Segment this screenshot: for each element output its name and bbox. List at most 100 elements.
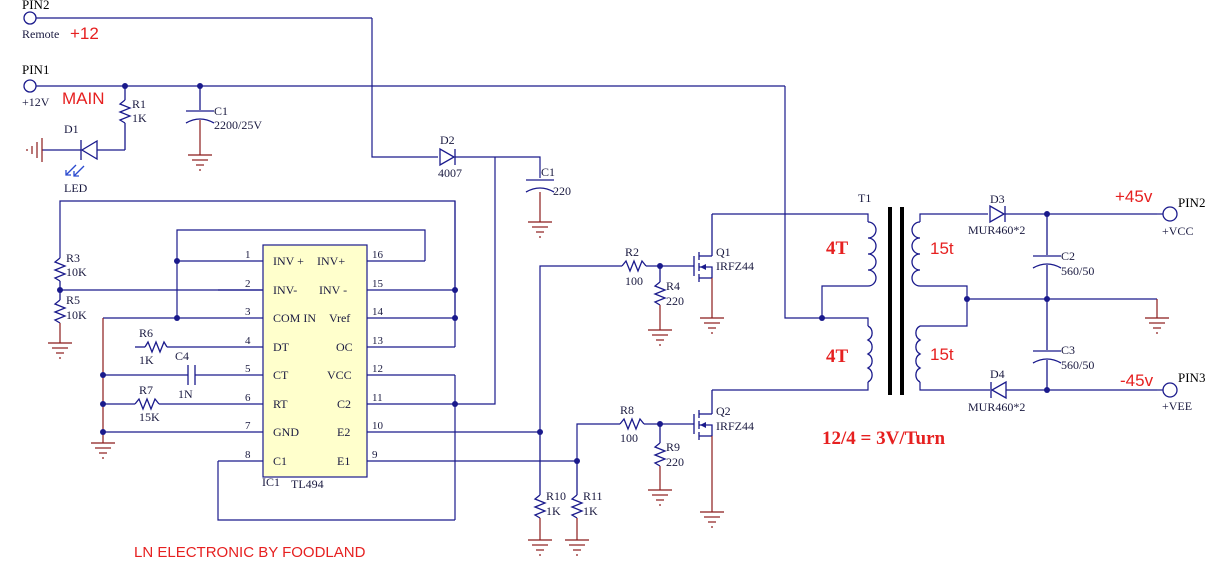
secondary-top-turns: 15t [930, 239, 954, 258]
vcc-ic-feed-wire [455, 157, 496, 405]
junction-dot [174, 258, 180, 264]
ic-pin14-num: 14 [372, 306, 384, 318]
ic-pin12-num: 12 [372, 363, 383, 375]
ground-symbol [648, 329, 672, 346]
resistor-r2[interactable] [621, 259, 694, 273]
r8-value: 100 [620, 431, 638, 445]
capacitor-c1-main[interactable] [185, 86, 215, 155]
pin2-vcc-net: +VCC [1162, 224, 1193, 238]
capacitor-c4[interactable] [103, 365, 218, 385]
junction-dot [452, 401, 458, 407]
r10-ref: R10 [546, 489, 566, 503]
pin3-vee-net: +VEE [1162, 399, 1192, 413]
pin2-remote-terminal[interactable] [23, 11, 372, 25]
r4-value: 220 [666, 294, 684, 308]
ground-symbol [48, 342, 72, 359]
c1-loop-wire [217, 461, 455, 521]
ic-pin10-name: E2 [337, 425, 350, 439]
r3-ref: R3 [66, 251, 80, 265]
pin3-vee-terminal[interactable] [1157, 382, 1178, 398]
q1-ref: Q1 [716, 245, 731, 259]
resistor-r10[interactable] [533, 432, 547, 540]
resistor-r3[interactable] [53, 257, 67, 300]
junction-dot [100, 429, 106, 435]
ground-symbol [700, 511, 724, 528]
r2-ref: R2 [625, 245, 639, 259]
e1-gate-wire [576, 423, 620, 461]
pin2-vcc-terminal[interactable] [1157, 206, 1178, 222]
ic-pin15-name: INV - [319, 283, 347, 297]
junction-dot [452, 287, 458, 293]
ic-pin6-num: 6 [245, 392, 251, 404]
ground-symbol [1145, 317, 1169, 334]
c4-ref: C4 [175, 349, 189, 363]
r2-value: 100 [625, 274, 643, 288]
capacitor-c3[interactable] [1032, 299, 1062, 390]
ic-tl494-body[interactable] [262, 244, 368, 478]
resistor-r6[interactable] [135, 340, 218, 354]
r6-value: 1K [139, 353, 154, 367]
resistor-r5[interactable] [53, 299, 67, 343]
ic-pin5-name: CT [273, 368, 289, 382]
r7-value: 15K [139, 410, 160, 424]
diode-d2[interactable] [439, 147, 456, 167]
capacitor-c1-remote[interactable] [525, 179, 555, 222]
pin1-main-terminal[interactable] [23, 79, 785, 93]
designer-credit: LN ELECTRONIC BY FOODLAND [134, 544, 366, 561]
resistor-r4[interactable] [653, 266, 667, 330]
capacitor-c2[interactable] [1032, 214, 1062, 299]
ic-pin9-num: 9 [372, 449, 378, 461]
ic-pin13-num: 13 [372, 335, 384, 347]
pin16-loop-wire [176, 229, 426, 318]
resistor-r9[interactable] [653, 424, 667, 490]
ic-pin5-num: 5 [245, 363, 251, 375]
ground-symbol [91, 442, 115, 459]
primary-top-turns: 4T [826, 238, 849, 259]
pin2-remote-name: PIN2 [22, 0, 49, 12]
e2-gate-wire [539, 265, 622, 432]
mosfet-q1[interactable] [693, 214, 713, 318]
d4-value: MUR460*2 [968, 400, 1025, 414]
ic-pin3-name: COM IN [273, 311, 316, 325]
pin3-vee-name: PIN3 [1178, 370, 1205, 385]
ic-pin8-num: 8 [245, 449, 251, 461]
r10-value: 1K [546, 504, 561, 518]
negative-output-note: -45v [1120, 371, 1154, 390]
transformer-t1-secondary[interactable] [911, 221, 922, 383]
r8-ref: R8 [620, 403, 634, 417]
ic-pin2-name: INV- [273, 283, 297, 297]
ground-symbol [188, 154, 212, 171]
ic-pin13-name: OC [336, 340, 353, 354]
led-d1[interactable] [42, 139, 98, 177]
pin1-net: +12V [22, 95, 50, 109]
resistor-r1[interactable] [97, 86, 132, 151]
remote-voltage-note: +12 [70, 24, 99, 43]
resistor-r11[interactable] [570, 461, 584, 540]
q2-drain-wire [712, 382, 869, 391]
c1-main-ref: C1 [214, 104, 228, 118]
pin2-remote-net: Remote [22, 27, 59, 41]
resistor-r8[interactable] [619, 417, 694, 431]
ground-symbol [528, 221, 552, 238]
ic-pin1-num: 1 [245, 249, 251, 261]
d4-ref: D4 [990, 367, 1005, 381]
sec-center-tap-wire [920, 285, 968, 327]
c4-value: 1N [178, 387, 193, 401]
r11-ref: R11 [583, 489, 603, 503]
ic-pin9-name: E1 [337, 454, 350, 468]
primary-bottom-turns: 4T [826, 346, 849, 367]
d2-value: 4007 [438, 166, 462, 180]
ic-pin11-name: C2 [337, 397, 351, 411]
c3-ref: C3 [1061, 343, 1075, 357]
ic-pin7-name: GND [273, 425, 299, 439]
t1-ref: T1 [858, 191, 871, 205]
diode-d3[interactable] [989, 204, 1006, 224]
d2-out-wire [455, 156, 541, 178]
pin2-vcc-name: PIN2 [1178, 195, 1205, 210]
resistor-r7[interactable] [103, 397, 218, 411]
ic-pin7-num: 7 [245, 420, 251, 432]
mosfet-q2[interactable] [693, 390, 713, 512]
q2-value: IRFZ44 [716, 419, 754, 433]
diode-d4[interactable] [990, 380, 1007, 400]
